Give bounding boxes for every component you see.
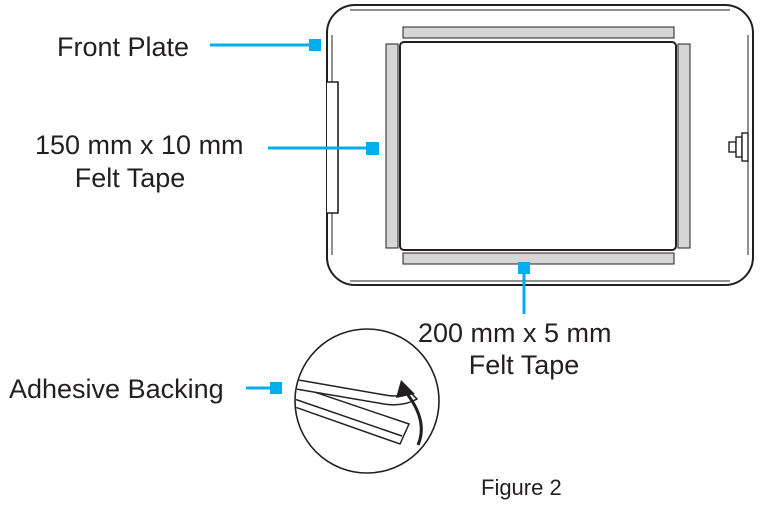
connector-knob-icon: [728, 132, 749, 162]
curved-arrow-icon: [396, 380, 423, 446]
adhesive-backing-label: Adhesive Backing: [9, 374, 224, 404]
felt-tape-top: [402, 26, 675, 39]
callout-bottom-tape: [518, 262, 530, 314]
side-tape-label-line1: 150 mm x 10 mm: [35, 130, 244, 160]
callout-side-tape: [268, 142, 379, 155]
felt-tape-left: [385, 43, 399, 249]
bottom-tape-label-line2: Felt Tape: [468, 350, 580, 380]
adhesive-detail: [294, 328, 440, 474]
side-tape-label-line2: Felt Tape: [74, 163, 186, 193]
callout-adhesive-backing: [246, 382, 282, 394]
front-plate-label: Front Plate: [57, 32, 190, 62]
display-window: [399, 41, 677, 251]
figure-caption: Figure 2: [481, 475, 562, 500]
felt-tape-bottom: [402, 252, 675, 265]
bottom-tape-label-line1: 200 mm x 5 mm: [418, 318, 612, 348]
callout-front-plate: [210, 39, 321, 51]
felt-tape-right: [677, 43, 691, 249]
